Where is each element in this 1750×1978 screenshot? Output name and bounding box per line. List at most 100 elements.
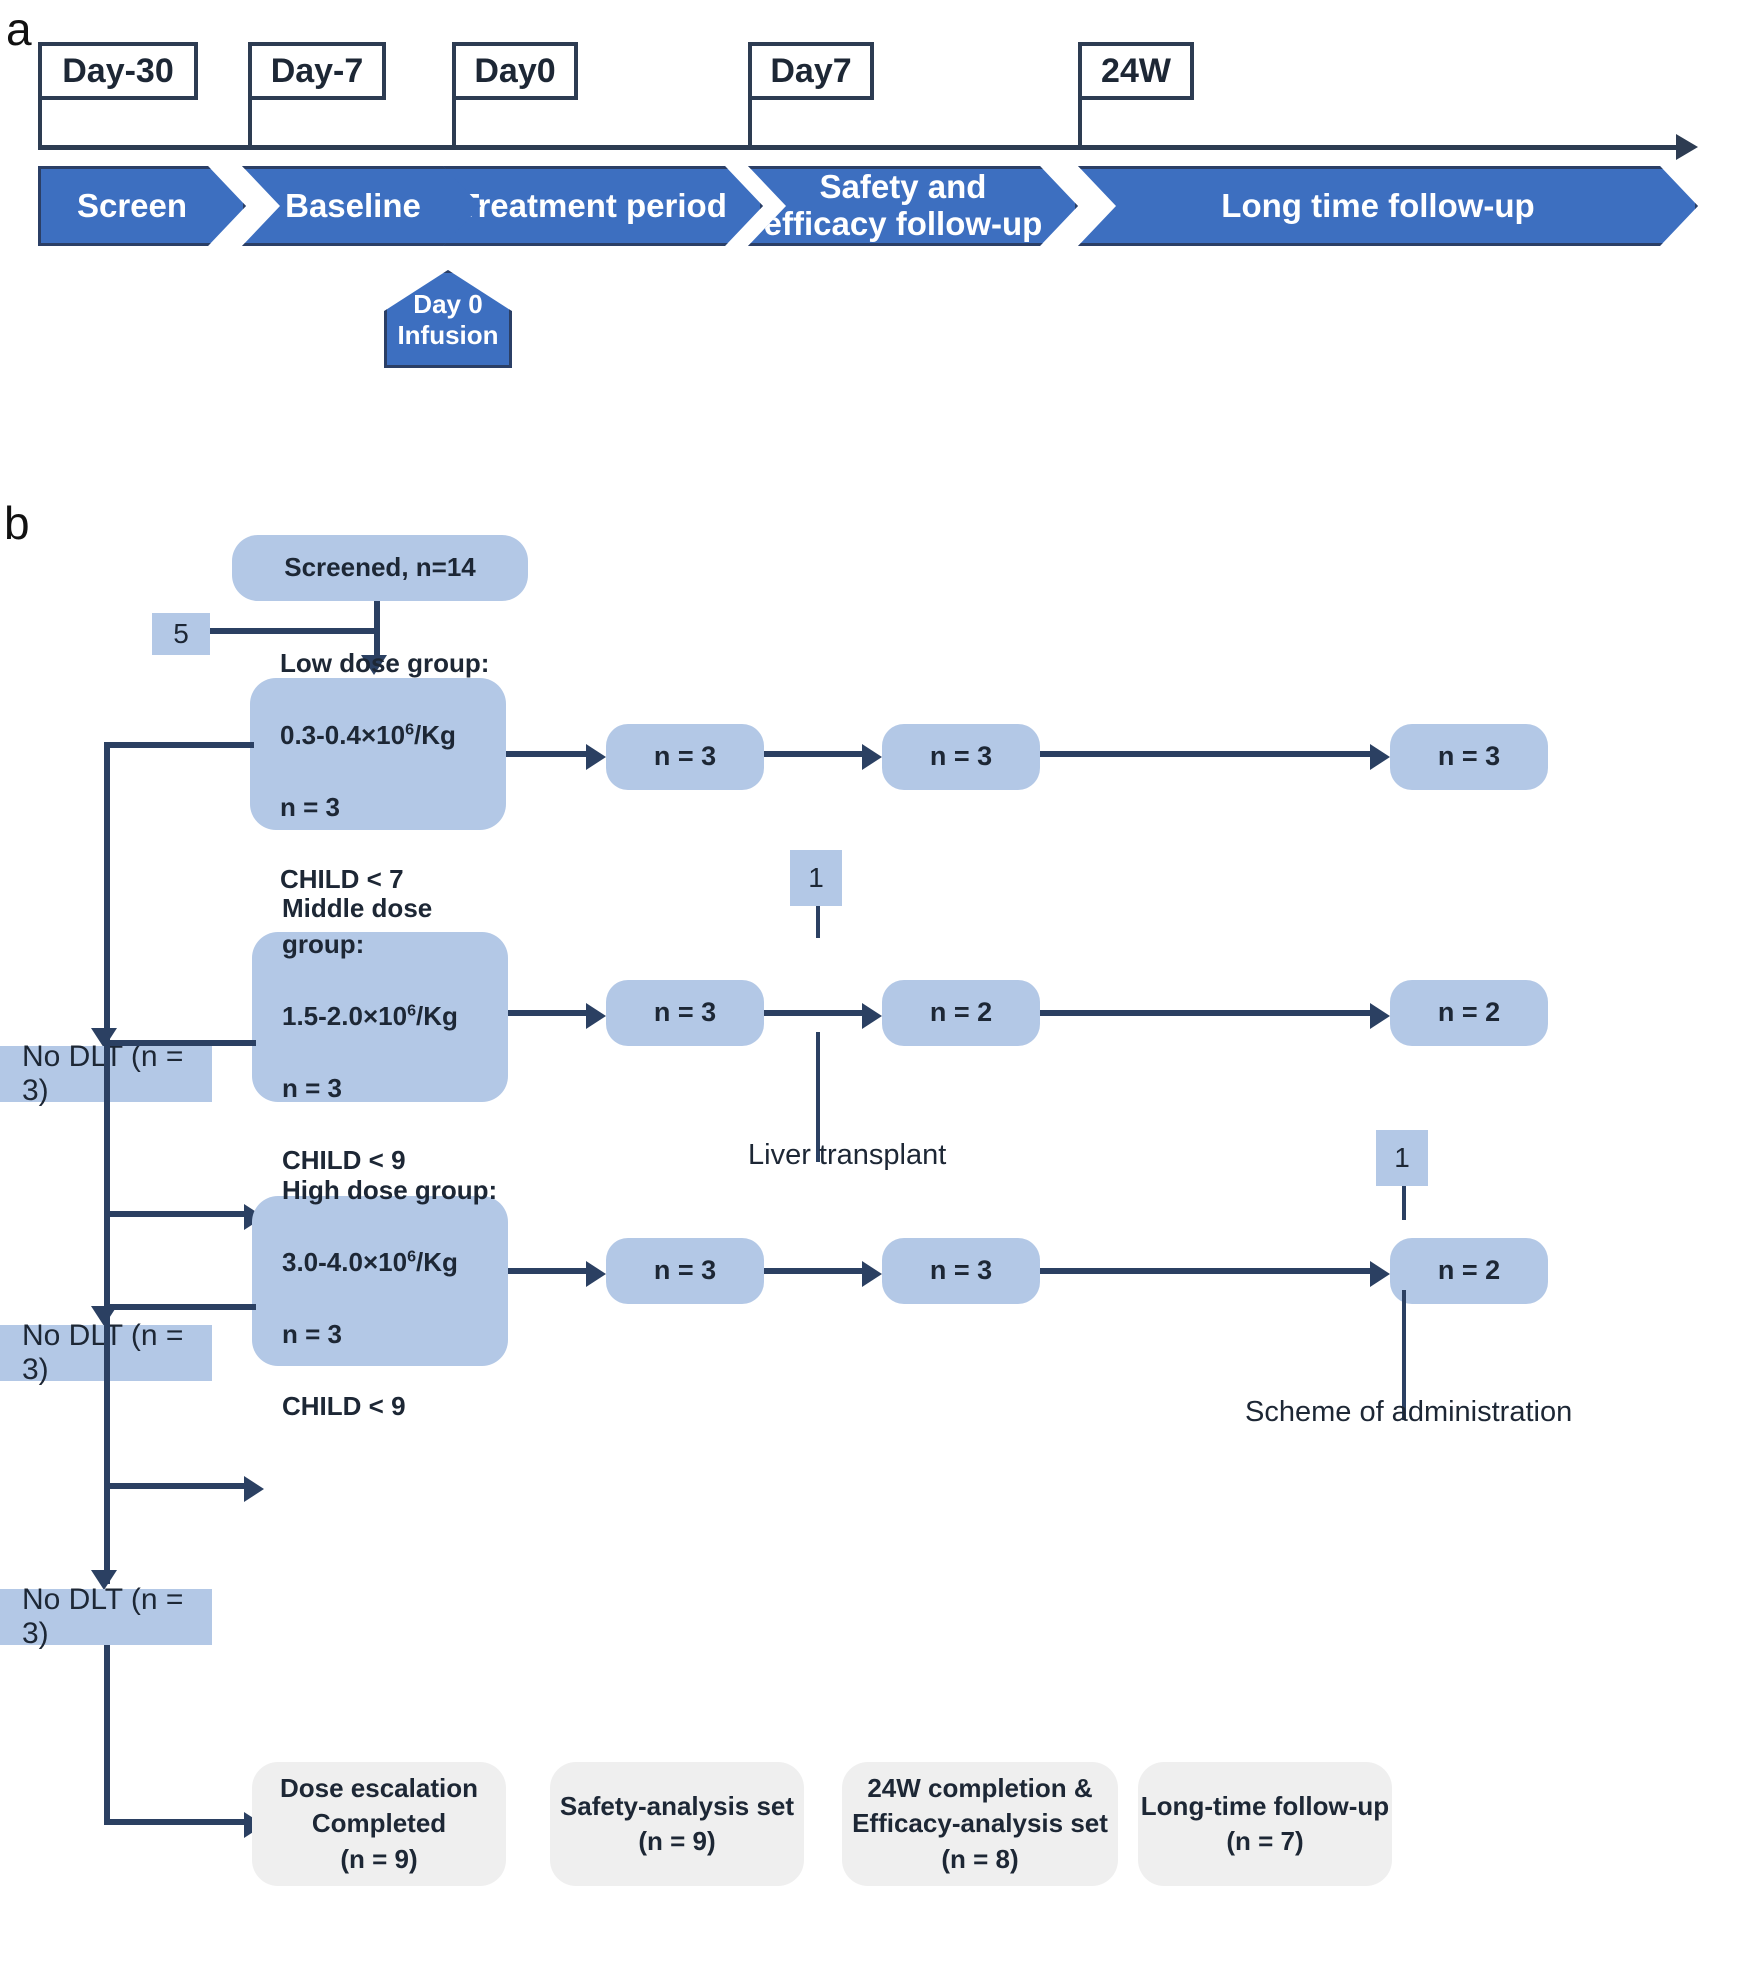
low-dose-amount-post: /Kg [414,720,456,751]
timeline-flag-day-30: Day-30 [38,42,198,100]
timeline-stem-2 [248,100,252,148]
connector-low-fu1-fu2-arrow-icon [862,744,882,770]
connector-screened-to-excluded [210,628,378,634]
low-dose-amount-exp: 6 [405,720,415,739]
timeline-axis [38,145,1678,150]
annotation-liver-transplant: Liver transplant [748,1139,947,1171]
flow-node-dropout-liver-transplant-count: 1 [790,850,842,906]
flow-node-high-fu-3: n = 2 [1390,1238,1548,1304]
flow-node-dropout-scheme-count: 1 [1376,1130,1428,1186]
connector-liver-transplant-riser-2 [816,900,820,938]
connector-middle-to-fu1-arrow-icon [586,1003,606,1029]
flow-node-summary-safety-analysis-set: Safety-analysis set (n = 9) [550,1762,804,1886]
timeline-phase-treatment: Treatment period [443,166,763,246]
timeline-flag-24w: 24W [1078,42,1194,100]
middle-dose-amount-pre: 1.5-2.0×10 [282,1001,408,1032]
timeline-flag-day-7: Day-7 [248,42,386,100]
flow-node-middle-fu-2: n = 2 [882,980,1040,1046]
high-dose-child: CHILD < 9 [282,1390,406,1421]
flow-node-low-fu-1: n = 3 [606,724,764,790]
flow-node-excluded-count: 5 [152,613,210,655]
connector-middle-left-down [104,1040,110,1320]
flow-node-summary-long-time-followup: Long-time follow-up (n = 7) [1138,1762,1392,1886]
flow-node-high-dose-group: High dose group: 3.0-4.0×106/Kg n = 3 CH… [252,1175,508,1421]
flow-node-high-fu-1: n = 3 [606,1238,764,1304]
connector-middle-fu2-fu3-arrow-icon [1370,1003,1390,1029]
connector-scheme-riser-2 [1402,1182,1406,1220]
middle-dose-child: CHILD < 9 [282,1144,406,1175]
connector-low-left-down [104,742,110,1042]
timeline-stem-3 [452,100,456,148]
low-dose-title: Low dose group: [280,648,490,679]
connector-middle-to-fu1 [508,1010,586,1016]
connector-high-left-down [104,1304,110,1584]
timeline-phase-screen: Screen [38,166,246,246]
high-dose-amount: 3.0-4.0×106/Kg [282,1247,458,1277]
annotation-scheme-of-administration: Scheme of administration [1245,1396,1573,1428]
middle-dose-amount-exp: 6 [407,1001,417,1020]
flow-node-summary-dose-escalation: Dose escalation Completed (n = 9) [252,1762,506,1886]
connector-high-fu1-fu2-arrow-icon [862,1261,882,1287]
connector-nodlt3-down [104,1645,110,1825]
flow-node-low-dose-group: Low dose group: 0.3-0.4×106/Kg n = 3 CHI… [250,648,506,894]
panel-b-letter: b [4,497,30,549]
connector-middle-fu1-fu2-arrow-icon [862,1003,882,1029]
low-dose-amount-pre: 0.3-0.4×10 [280,720,406,751]
low-dose-child: CHILD < 7 [280,863,404,894]
timeline-phase-long-time-followup-label: Long time follow-up [1221,186,1535,224]
low-dose-amount: 0.3-0.4×106/Kg [280,720,456,750]
connector-liver-transplant-riser [816,1032,820,1162]
timeline-phase-baseline: Baseline [242,166,484,246]
connector-screened-down-arrow-icon [361,655,387,675]
flow-node-middle-dose-group: Middle dose group: 1.5-2.0×106/Kg n = 3 … [252,893,508,1175]
connector-high-to-fu1-arrow-icon [586,1261,606,1287]
infusion-line-1: Day 0 [413,288,483,319]
flow-node-summary-24w-efficacy: 24W completion & Efficacy-analysis set (… [842,1762,1118,1886]
low-dose-n: n = 3 [280,791,340,822]
connector-high-fu1-fu2 [764,1268,862,1274]
connector-high-fu2-fu3-arrow-icon [1370,1261,1390,1287]
connector-high-arrow-icon [244,1476,264,1502]
timeline-stem-1 [38,100,42,148]
flow-node-no-dlt-3: No DLT (n = 3) [0,1583,212,1650]
connector-low-fu1-fu2 [764,751,862,757]
connector-middle-fu1-fu2 [764,1010,862,1016]
timeline-flag-day0: Day0 [452,42,578,100]
connector-nodlt1-to-middle [104,1211,244,1217]
connector-nodlt3-to-summary [104,1819,244,1825]
middle-dose-n: n = 3 [282,1072,342,1103]
flow-node-high-fu-2: n = 3 [882,1238,1040,1304]
timeline-stem-4 [748,100,752,148]
high-dose-amount-post: /Kg [416,1247,458,1278]
connector-middle-left-out [104,1040,256,1046]
high-dose-amount-pre: 3.0-4.0×10 [282,1247,408,1278]
connector-scheme-riser [1402,1290,1406,1420]
flow-node-low-fu-3: n = 3 [1390,724,1548,790]
connector-high-left-out [104,1304,256,1310]
flow-node-middle-fu-1: n = 3 [606,980,764,1046]
timeline-phase-safety-efficacy-followup: Safety and efficacy follow-up [748,166,1078,246]
connector-low-to-fu1-arrow-icon [586,744,606,770]
timeline-infusion-marker: Day 0 Infusion [384,270,512,368]
high-dose-title: High dose group: [282,1175,498,1206]
connector-high-to-fu1 [508,1268,586,1274]
connector-high-fu2-fu3 [1040,1268,1370,1274]
connector-nodlt2-to-high [104,1483,244,1489]
connector-low-fu2-fu3 [1040,751,1370,757]
timeline-phase-long-time-followup: Long time follow-up [1078,166,1698,246]
connector-low-left-out [104,742,254,748]
flow-node-screened: Screened, n=14 [232,535,528,601]
connector-low-fu2-fu3-arrow-icon [1370,744,1390,770]
middle-dose-amount-post: /Kg [416,1001,458,1032]
timeline-stem-5 [1078,100,1082,148]
connector-no-dlt-3-arrow-icon [91,1570,117,1590]
timeline-flag-day7: Day7 [748,42,874,100]
connector-middle-fu2-fu3 [1040,1010,1370,1016]
middle-dose-title: Middle dose group: [282,893,433,960]
connector-low-to-fu1 [506,751,586,757]
timeline-axis-arrow-icon [1676,134,1698,160]
high-dose-amount-exp: 6 [407,1247,417,1266]
middle-dose-amount: 1.5-2.0×106/Kg [282,1001,458,1031]
flow-node-middle-fu-3: n = 2 [1390,980,1548,1046]
high-dose-n: n = 3 [282,1318,342,1349]
